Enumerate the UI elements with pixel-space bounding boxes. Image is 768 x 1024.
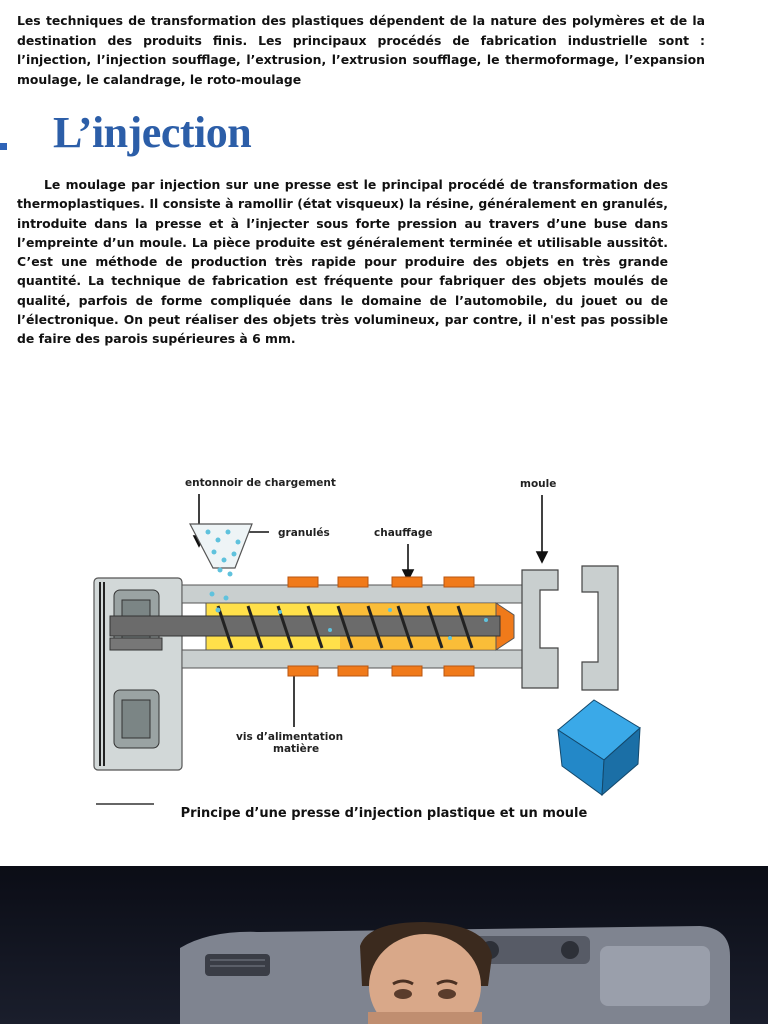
label-screw-1: vis d’alimentation bbox=[236, 731, 343, 743]
label-screw-2: matière bbox=[273, 743, 319, 755]
intro-paragraph: Les techniques de transformation des pla… bbox=[17, 13, 705, 87]
figure-caption: Principe d’une presse d’injection plasti… bbox=[180, 806, 588, 821]
heater-bands bbox=[287, 576, 475, 677]
section-bullet bbox=[0, 143, 7, 150]
video-frame[interactable] bbox=[0, 866, 768, 1024]
pellets bbox=[205, 529, 488, 640]
press-frame-top bbox=[181, 584, 523, 604]
press-frame-bottom bbox=[181, 649, 523, 669]
label-hopper: entonnoir de chargement bbox=[185, 477, 336, 489]
mould bbox=[521, 565, 619, 691]
motor-frame bbox=[93, 577, 183, 771]
screw-flights bbox=[216, 605, 474, 649]
ejected-part bbox=[557, 699, 641, 797]
presenter-video-icon bbox=[180, 922, 730, 1024]
section-title: L’injection bbox=[53, 108, 252, 157]
label-granules: granulés bbox=[278, 527, 330, 539]
label-heating: chauffage bbox=[374, 527, 433, 539]
hopper bbox=[189, 523, 253, 569]
section-paragraph: Le moulage par injection sur une presse … bbox=[17, 177, 668, 347]
screw-shaft bbox=[109, 615, 501, 637]
label-mould: moule bbox=[520, 478, 556, 490]
injection-press-diagram: entonnoir de chargement moule granulés c… bbox=[93, 477, 641, 805]
